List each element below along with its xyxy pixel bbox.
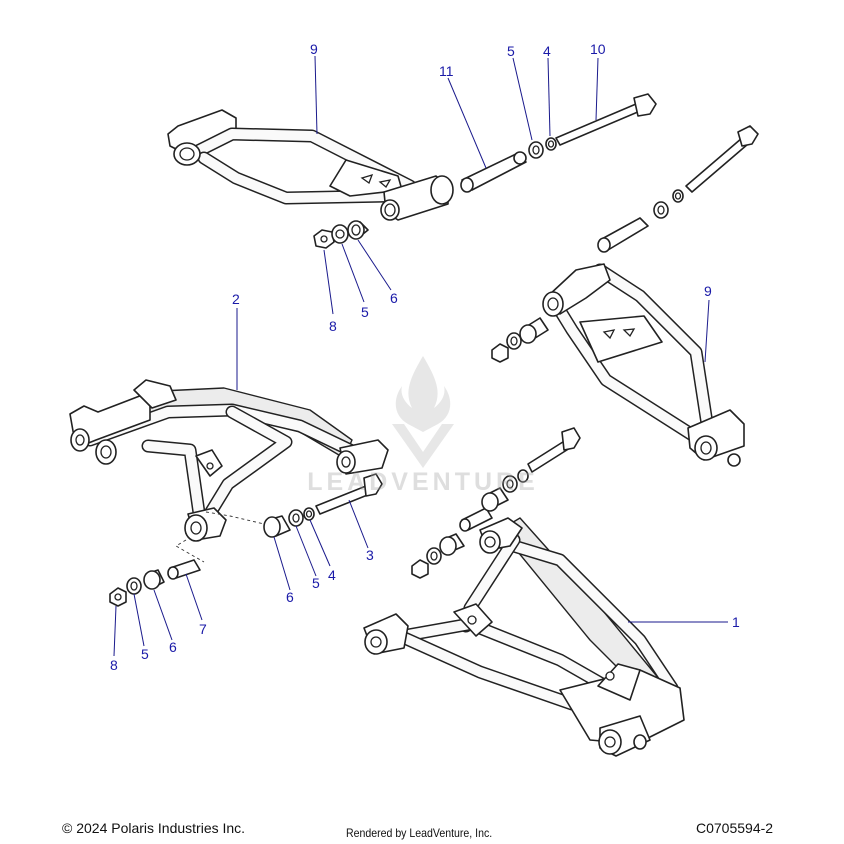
bolt-left-3[interactable] — [315, 473, 383, 515]
callout-5-left-mid: 5 — [312, 575, 320, 591]
bushing-sleeve-top[interactable] — [460, 151, 527, 193]
washer-right-upper[interactable] — [653, 189, 684, 219]
washer-top-4[interactable] — [545, 137, 557, 151]
washer-top-5[interactable] — [528, 141, 544, 159]
callout-6-left: 6 — [169, 639, 177, 655]
callout-6-top: 6 — [390, 290, 398, 306]
callout-9-right: 9 — [704, 283, 712, 299]
bolt-right[interactable] — [685, 125, 759, 193]
upper-a-arm-right[interactable] — [542, 263, 745, 467]
washer-left-mid-5[interactable] — [288, 509, 304, 527]
sleeve-left-7[interactable] — [167, 559, 201, 580]
bushing-sleeve-right[interactable] — [597, 217, 649, 253]
callout-11: 11 — [439, 63, 454, 79]
copyright-text: © 2024 Polaris Industries Inc. — [62, 820, 246, 836]
callout-4-left: 4 — [328, 567, 336, 583]
rendered-by-text: Rendered by LeadVenture, Inc. — [346, 826, 493, 840]
washer-left-mid-4[interactable] — [303, 507, 315, 521]
washer-left-5[interactable] — [126, 577, 142, 595]
lower-a-arm-right[interactable] — [363, 517, 685, 757]
callout-5-top: 5 — [507, 43, 515, 59]
upper-a-arm-top[interactable] — [167, 109, 454, 221]
hardware-right-left-stack[interactable] — [491, 317, 549, 363]
callout-8-top: 8 — [329, 318, 337, 334]
bushing-mid-6[interactable] — [347, 220, 369, 240]
callout-8-left: 8 — [110, 657, 118, 673]
bushing-left-6[interactable] — [143, 569, 165, 590]
callout-2: 2 — [232, 291, 240, 307]
leader-lines — [113, 55, 728, 657]
nut-top-8[interactable] — [313, 229, 335, 249]
bolt-top-10[interactable] — [555, 93, 657, 146]
callout-3: 3 — [366, 547, 374, 563]
drawing-number: C0705594-2 — [696, 820, 774, 836]
bushing-left-mid-6[interactable] — [263, 515, 291, 538]
callout-6-left-mid: 6 — [286, 589, 294, 605]
callout-5-left: 5 — [141, 646, 149, 662]
hardware-lower-right-stack[interactable] — [411, 427, 581, 579]
callout-5-mid: 5 — [361, 304, 369, 320]
lower-a-arm-left[interactable] — [69, 379, 389, 542]
callout-4-top: 4 — [543, 43, 551, 59]
callout-9-top: 9 — [310, 41, 318, 57]
callout-1: 1 — [732, 614, 740, 630]
washer-mid-5[interactable] — [331, 224, 349, 244]
callout-10: 10 — [590, 41, 606, 57]
callout-7: 7 — [199, 621, 207, 637]
nut-left-8[interactable] — [109, 587, 127, 607]
